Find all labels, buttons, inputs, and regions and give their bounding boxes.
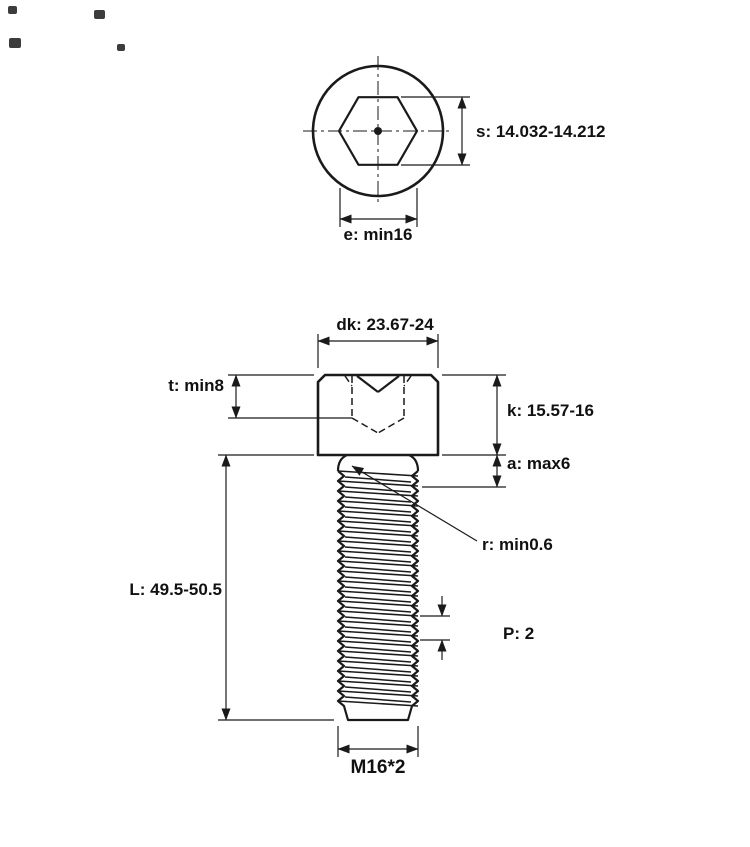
hex-socket-outline — [337, 96, 419, 166]
center-mark — [374, 127, 382, 135]
label-thread-designation: M16*2 — [351, 757, 406, 778]
head-outline — [316, 373, 440, 457]
scan-artifacts — [8, 6, 125, 51]
dimension-thread: M16*2 — [337, 726, 419, 778]
dimension-dk: dk: 23.67-24 — [317, 315, 439, 368]
label-s: s: 14.032-14.212 — [476, 122, 606, 141]
label-e: e: min16 — [344, 225, 413, 244]
label-k: k: 15.57-16 — [507, 401, 594, 420]
label-L: L: 49.5-50.5 — [129, 580, 222, 599]
thread-crest-lines — [337, 470, 419, 707]
label-t: t: min8 — [168, 376, 224, 395]
underhead-neck — [336, 453, 420, 472]
thread-outline — [336, 470, 420, 722]
socket-chamfer-v — [356, 375, 379, 393]
label-r: r: min0.6 — [482, 535, 553, 554]
dimension-a: a: max6 — [422, 454, 570, 488]
dimension-L: L: 49.5-50.5 — [129, 454, 334, 721]
label-dk: dk: 23.67-24 — [336, 315, 434, 334]
dimension-k: k: 15.57-16 — [442, 374, 594, 456]
label-a: a: max6 — [507, 454, 570, 473]
side-view: dk: 23.67-24 k: 15.57-16 t: min8 a: max6… — [129, 315, 594, 778]
label-P: P: 2 — [503, 624, 534, 643]
top-view: s: 14.032-14.212 e: min16 — [303, 56, 606, 244]
head-outer-circle — [311, 64, 445, 198]
dimension-s: s: 14.032-14.212 — [401, 96, 606, 166]
dimension-e: e: min16 — [339, 188, 418, 244]
dimension-t: t: min8 — [168, 374, 352, 419]
leader-r: r: min0.6 — [351, 465, 553, 554]
socket-hidden-lines — [344, 375, 412, 434]
dimension-P: P: 2 — [420, 596, 534, 660]
